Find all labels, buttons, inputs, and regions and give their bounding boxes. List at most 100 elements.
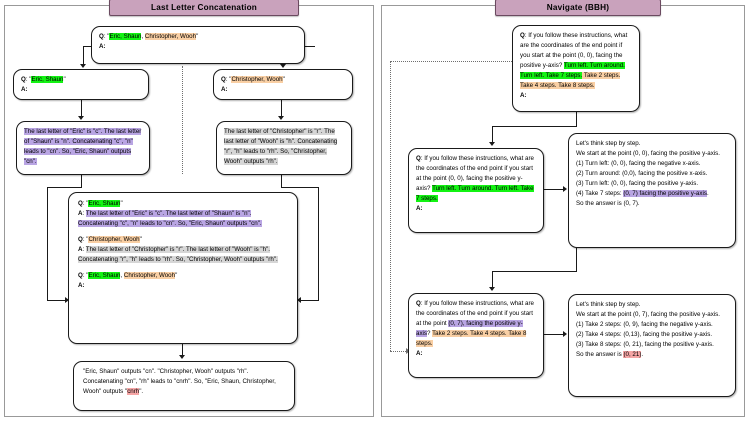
highlight-final-answer: cnrh [127,388,140,396]
connector-merge-left-v [47,187,49,301]
a-label: A: [99,43,106,51]
connector-root-left-h [83,46,92,48]
dotted-connector-vertical [390,61,391,351]
dotted-connector-bottom [390,351,408,352]
q-label: Q [520,32,525,39]
q3-label: Q [78,272,83,280]
step2-line1: Let's think step by step. [576,301,641,308]
step2-line4: (2) Take 4 steps: (0,13), facing the pos… [576,331,713,339]
box-merged-fewshot: Q: "Eric, Shaun" A: The last letter of "… [68,192,298,344]
a1-colon: : [82,210,86,218]
connector-subleft-q-to-a [80,100,82,117]
connector-step1a-to-step2-h [492,271,577,273]
connector-root-to-step1-v [492,126,494,143]
connector-merged-to-final [182,344,184,356]
arrow-merged-to-final [179,355,186,359]
q-label: Q [416,155,421,162]
connector-step1-q-to-a [544,189,565,191]
final-answer-suffix: ". [139,388,144,396]
box-root-question: Q: "Eric, Shaun, Christopher, Wooh" A: [91,26,305,64]
highlight-eric-shaun: Eric, Shaun [31,76,64,83]
arrow-root-to-step1 [489,142,496,146]
highlight-step-instructions: Take 2 steps. Take 4 steps. Take 8 steps… [416,330,527,348]
q2-suffix: " [139,236,142,244]
connector-root-down [576,112,578,127]
panel-navigate-bbh: Navigate (BBH) Q: If you follow these in… [381,0,745,417]
a-label: A: [416,205,423,213]
panel-title-left: Last Letter Concatenation [109,0,299,16]
q-prefix: : " [25,76,32,83]
a2-label: A [78,246,83,254]
q1-prefix: : " [82,200,89,207]
highlight-final-answer: (0, 21) [623,351,642,359]
highlight-christopher-wooh: Christopher, Wooh [88,236,140,244]
arrow-merge-right-in [297,297,301,303]
step2-line6-pre: So the answer is [576,351,624,359]
arrow-root-to-right [279,64,286,68]
highlight-turn-instructions: Turn left. Turn around. Turn left. Take … [416,185,534,203]
step1-line6-post: . [706,190,709,198]
a3-label: A: [78,282,85,290]
a1-text: The last letter of "Eric" is "c". The la… [78,210,262,228]
highlight-christopher-wooh: Christopher, Wooh [123,272,176,280]
step1-line3: (1) Turn left: (0, 0), facing the negati… [576,160,701,168]
connector-merge-right-v [318,187,320,301]
q-text: : If you follow these instructions, what… [520,32,628,70]
q-prefix: : " [103,33,110,40]
a-label: A: [520,92,527,100]
box-root-question: Q: If you follow these instructions, wha… [512,25,640,112]
step1-line6-pre: (4) Take 7 steps: [576,190,624,198]
box-sub-right-answer: The last letter of "Christopher" is "r".… [216,121,352,175]
box-step2-answer: Let's think step by step. We start at th… [568,294,736,397]
arrow-step1a-to-step2 [489,287,496,291]
step2-line5: (3) Take 8 steps: (0, 21), facing the po… [576,341,714,349]
dotted-connector-top [390,61,514,62]
box-final-answer: "Eric, Shaun" outputs "cn". "Christopher… [73,361,295,411]
arrow-merge-left-in [65,297,69,303]
connector-root-left-v [83,46,85,65]
q-prefix: : " [225,76,232,83]
connector-subright-q-to-a [280,100,282,117]
q-suffix: " [63,76,66,83]
q-text: : If you follow these instructions, what… [416,155,534,193]
q2-prefix: : " [82,236,89,244]
box-sub-right-question: Q: "Christopher, Wooh" A: [213,69,353,100]
step2-line6-post: . [641,351,644,359]
panel-last-letter-concatenation: Last Letter Concatenation Q: "Eric, Shau… [4,0,374,417]
connector-step1a-down [576,248,578,272]
q3-prefix: : " [82,272,89,280]
box-step1-answer: Let's think step by step. We start at th… [568,133,736,248]
highlight-eric-shaun: Eric, Shaun [88,200,121,207]
step1-line7: So the answer is (0, 7). [576,200,640,208]
q-label: Q [416,300,421,307]
sub-right-answer-text: The last letter of "Christopher" is "r".… [224,128,338,166]
arrow-step1-q-to-a [563,186,567,192]
arrow-subright-q-to-a [277,116,284,120]
highlight-christopher-wooh: Christopher, Wooh [231,76,283,83]
connector-step1a-to-step2-v [492,271,494,288]
connector-subright-a-down [280,175,282,188]
box-sub-left-answer: The last letter of "Eric" is "c". The la… [16,121,150,175]
step1-line5: (3) Turn left: (0, 0), facing the positi… [576,180,699,188]
q3-suffix: " [175,272,178,280]
q1-suffix: " [120,200,123,207]
box-step1-question: Q: If you follow these instructions, wha… [408,148,544,233]
highlight-eric-shaun: Eric, Shaun [109,33,142,40]
step2-line2: We start at the point (0, 7), facing the… [576,311,720,319]
q-label: Q [221,76,226,83]
arrow-step2-q-to-a [563,331,567,337]
a1-label: A [78,210,83,218]
q3-mid: , [120,272,124,280]
step1-line4: (2) Turn around: (0,0), facing the posit… [576,170,708,178]
q-label: Q [21,76,26,83]
divider-dotted-left-panel [182,66,183,174]
q-suffix: " [196,33,199,40]
q-label: Q [99,33,104,40]
highlight-christopher-wooh: Christopher, Wooh [144,33,197,40]
arrow-root-to-left [79,64,86,68]
connector-root-to-step1-h [492,126,577,128]
step2-line3: (1) Take 2 steps: (0, 9), facing the neg… [576,321,713,329]
a2-text: The last letter of "Christopher" is "r".… [78,246,278,264]
highlight-intermediate-coordinate: (0, 7) facing the positive y-axis [623,190,707,198]
step1-line1: Let's think step by step. [576,140,641,147]
